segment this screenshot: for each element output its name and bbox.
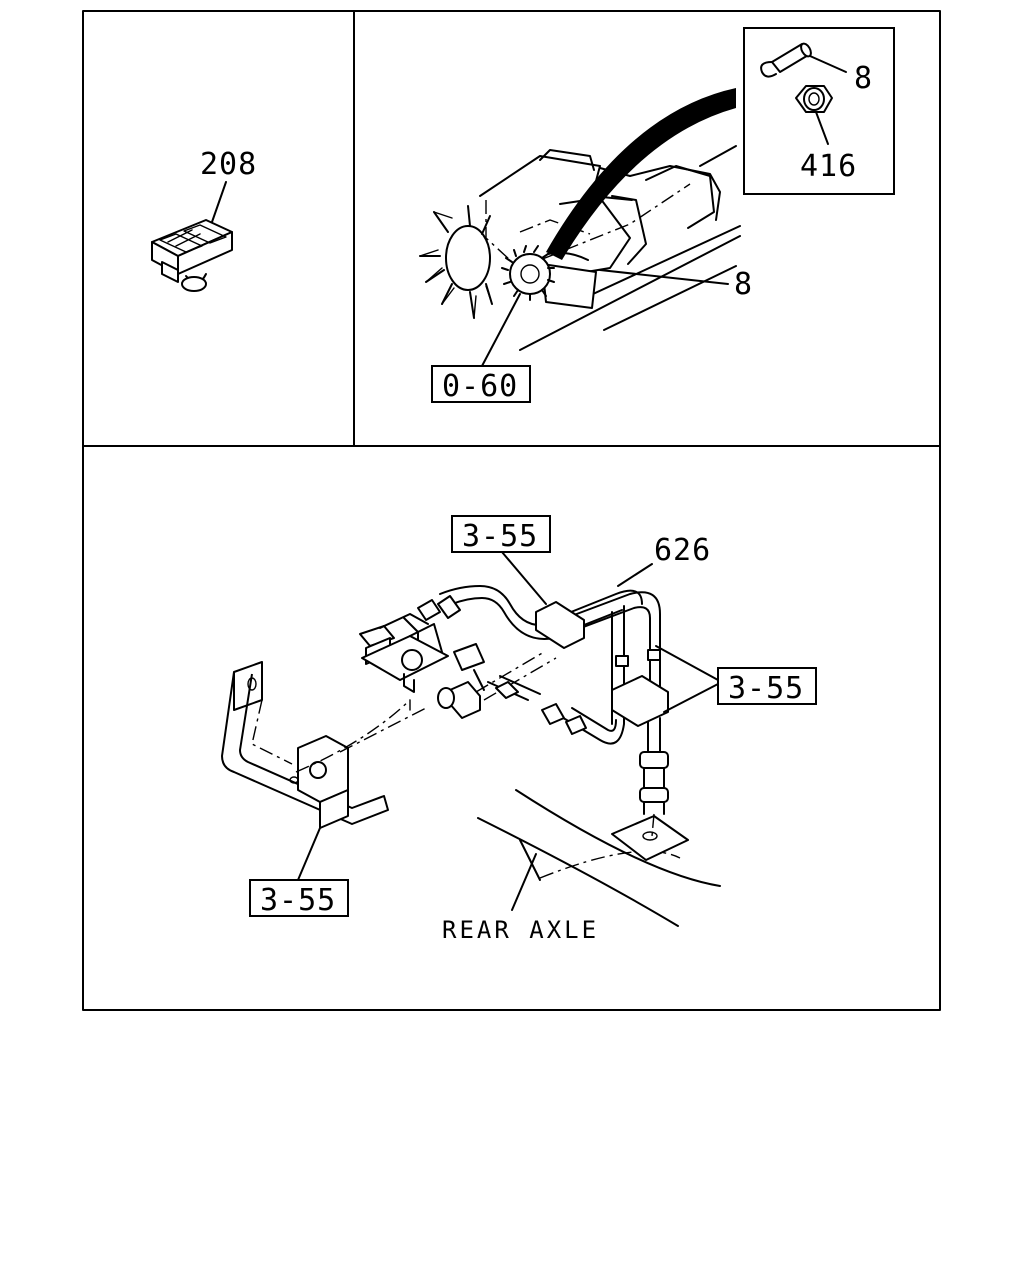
- leader-3-55-bottom: [297, 827, 321, 881]
- panel-connector-208: 208: [151, 147, 257, 292]
- leader-8-main: [599, 269, 729, 285]
- ref-3-55-right: 3-55: [728, 671, 804, 706]
- rear-axle-label: REAR AXLE: [442, 916, 599, 944]
- leader-rear-axle: [511, 853, 537, 911]
- connector-208-illustration: [151, 219, 233, 292]
- callout-416: 416: [800, 149, 857, 184]
- leader-626: [617, 563, 653, 587]
- diagram-frames: [82, 10, 941, 1011]
- callout-208: 208: [200, 147, 257, 182]
- ref-3-55-top: 3-55: [462, 519, 538, 554]
- nut-416-icon: [795, 85, 833, 113]
- leader-3-55-right: [655, 645, 719, 713]
- ref-box-3-55-bottom: [249, 879, 349, 917]
- ref-box-0-60: [431, 365, 531, 403]
- ref-box-3-55-top: [451, 515, 551, 553]
- ref-box-3-55-right: [717, 667, 817, 705]
- leader-0-60: [481, 293, 521, 367]
- leader-208: [211, 181, 227, 223]
- piping-illustration: [221, 585, 721, 927]
- sensor-pin-icon: [760, 42, 812, 78]
- panel-rear-axle-piping: 3-55 626 3-55 3-55 REAR AXLE: [221, 515, 817, 944]
- callout-626: 626: [654, 533, 711, 568]
- speed-sensor-icon: [501, 245, 555, 301]
- leader-416: [815, 111, 829, 145]
- leader-3-55-top: [501, 551, 547, 605]
- ref-3-55-bottom: 3-55: [260, 883, 336, 918]
- leader-8-inset: [809, 55, 847, 73]
- ref-0-60: 0-60: [442, 369, 518, 404]
- panel-engine-sensor: 8 0-60 8 416: [419, 27, 895, 404]
- inset-sensor-parts: 8 416: [743, 27, 895, 195]
- fan-icon: [419, 205, 493, 319]
- callout-8-main: 8: [734, 267, 753, 302]
- callout-8-inset: 8: [854, 61, 873, 96]
- engine-illustration: [419, 88, 741, 351]
